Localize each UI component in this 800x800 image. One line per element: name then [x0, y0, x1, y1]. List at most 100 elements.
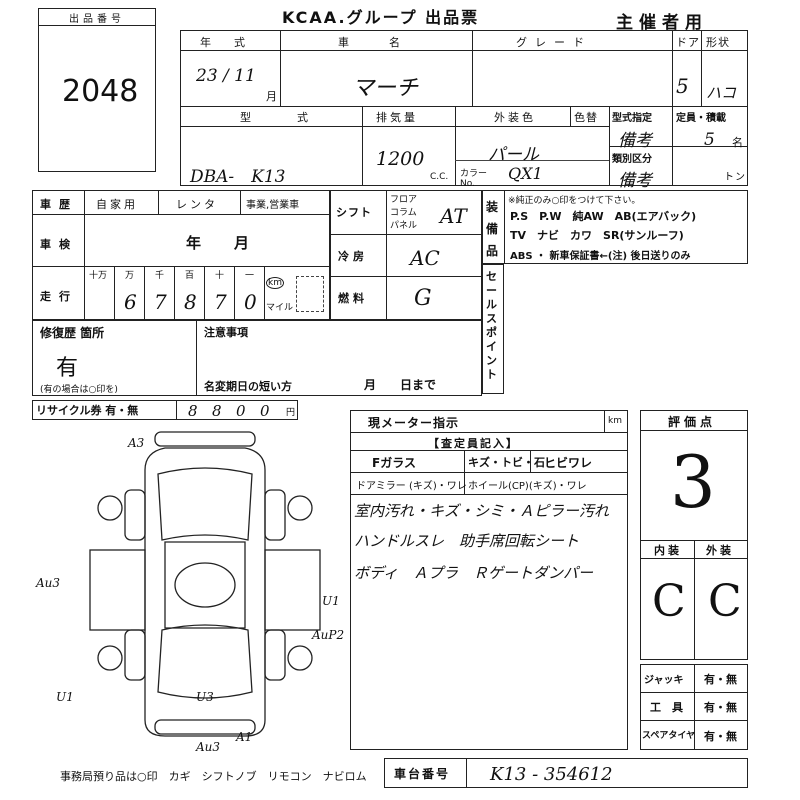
glass-options: キズ・トビ・石	[468, 456, 545, 469]
form-title: KCAA.グループ 出品票	[282, 8, 480, 27]
office-note: 事務局預り品は○印 カギ シフトノブ リモコン ナビロム	[60, 770, 367, 783]
rating-label: 評価点	[668, 415, 717, 429]
wheel-label: ホイール(CP)(キズ)・ワレ	[468, 481, 587, 492]
shift-option-floor: フロア	[390, 195, 418, 205]
color-change-label: 色替	[574, 111, 598, 124]
equipment-block	[482, 190, 748, 264]
meter-km-unit: km	[608, 416, 622, 426]
damage-mark-u1-right: U1	[322, 594, 340, 608]
inspector-label: 【査定員記入】	[428, 437, 519, 450]
lot-number-box	[38, 8, 156, 172]
cc-unit: C.C.	[430, 172, 449, 182]
crack-label: ヒビワレ	[544, 456, 593, 470]
digit-label-10k: 万	[125, 271, 135, 281]
displacement-value: 1200	[376, 148, 425, 170]
exterior-label: 外装	[706, 544, 734, 557]
model-value: DBA- K13	[190, 167, 286, 187]
vehicle-block	[180, 30, 748, 186]
digit-label-100k: 十万	[89, 271, 108, 281]
equipment-note: ※純正のみ○印をつけて下さい。	[508, 196, 641, 206]
inspection-value: 年 月	[186, 234, 251, 252]
lot-number: 2048	[62, 74, 139, 109]
recycle-label: リサイクル券 有・無	[36, 404, 139, 417]
repair-block	[32, 320, 482, 396]
car-damage-diagram	[89, 431, 321, 737]
chassis-value: K13 - 354612	[490, 764, 613, 785]
equipment-label: 装備品	[486, 200, 499, 258]
equipment-line-2: TV ナビ カワ SR(サンルーフ)	[510, 229, 684, 242]
equipment-line-3: ABS ・ 新車保証書←(注) 後日送りのみ	[510, 251, 691, 262]
car-name-label: 車 名	[338, 36, 406, 49]
shift-value: AT	[440, 204, 467, 228]
sales-point-column	[482, 264, 504, 394]
shift-option-column: コラム	[390, 208, 417, 218]
repair-note: (有の場合は○印を)	[40, 385, 118, 395]
persons-unit: 名	[732, 136, 744, 149]
mileage-digit-2: 7	[154, 290, 167, 314]
recycle-block	[32, 400, 298, 420]
exterior-value: C	[708, 576, 742, 627]
damage-mark-a1: A1	[236, 730, 253, 744]
mile-checkbox	[296, 276, 324, 312]
tons-unit: トン	[724, 172, 746, 183]
designation-value: 備考	[618, 131, 652, 151]
repair-label: 修復歴 箇所	[40, 326, 105, 340]
glass-label: Fガラス	[372, 456, 416, 470]
inspection-label: 車検	[40, 238, 78, 251]
recycle-unit: 円	[286, 408, 296, 418]
car-name-value: マーチ	[352, 76, 419, 101]
recycle-digit-3: 0	[236, 402, 246, 420]
color-no-value: QX1	[508, 164, 543, 183]
damage-mark-a3-top: A3	[128, 436, 145, 450]
recycle-digit-2: 8	[212, 402, 222, 420]
doors-value: 5	[676, 74, 689, 98]
mileage-digit-5: 0	[244, 290, 257, 314]
jack-label: ジャッキ	[644, 675, 684, 686]
caution-label: 注意事項	[204, 326, 248, 339]
history-label: 車歴	[40, 198, 78, 211]
meter-label: 現メーター指示	[368, 416, 460, 430]
transfer-label: 名変期日の短い方	[204, 380, 292, 393]
sales-point-label: セールスポイント	[486, 270, 497, 381]
shape-value: ハコ	[706, 84, 737, 102]
rating-value: 3	[670, 440, 716, 524]
inspection-block	[350, 410, 628, 750]
year-label: 年 式	[200, 36, 251, 49]
history-rental: レンタ	[176, 198, 218, 211]
damage-mark-u1-left: U1	[56, 690, 74, 704]
chassis-label: 車台番号	[394, 767, 451, 781]
inspection-note-2: ハンドルスレ 助手席回転シート	[354, 532, 580, 550]
recycle-digit-1: 8	[188, 402, 198, 420]
color-value: パール	[488, 145, 539, 165]
category-value: 備考	[618, 171, 652, 191]
model-label: 型 式	[240, 111, 316, 124]
lot-label: 出品番号	[69, 14, 125, 25]
digit-label-1k: 千	[155, 271, 165, 281]
recycle-digit-4: 0	[260, 402, 270, 420]
spare-yes-no: 有・無	[704, 730, 737, 743]
tools-label: 工 具	[650, 701, 683, 714]
interior-value: C	[652, 576, 686, 627]
km-unit: km	[266, 277, 284, 289]
mileage-label: 走行	[40, 290, 78, 303]
doors-label: ドア	[676, 36, 700, 49]
transfer-value: 月 日まで	[364, 378, 437, 392]
shape-label: 形状	[706, 36, 730, 49]
history-private: 自家用	[96, 198, 138, 211]
chassis-block	[384, 758, 748, 788]
capacity-value: 5	[704, 130, 715, 150]
damage-mark-aup2: AuP2	[312, 628, 345, 642]
year-value: 23 / 11	[196, 66, 256, 86]
ac-label: 冷房	[338, 250, 368, 263]
category-label: 類別区分	[612, 154, 652, 165]
ac-value: AC	[410, 246, 440, 270]
grade-label: グレード	[516, 36, 592, 49]
fuel-label: 燃料	[338, 292, 368, 305]
color-no-label: カラー No.	[460, 169, 488, 189]
mileage-digit-4: 7	[214, 290, 227, 314]
inspection-note-1: 室内汚れ・キズ・シミ・Ａピラー汚れ	[354, 502, 610, 520]
displacement-label: 排気量	[376, 111, 418, 124]
capacity-label: 定員・積載	[676, 113, 726, 124]
exterior-color-label: 外装色	[494, 111, 536, 124]
mile-unit: マイル	[266, 303, 294, 313]
